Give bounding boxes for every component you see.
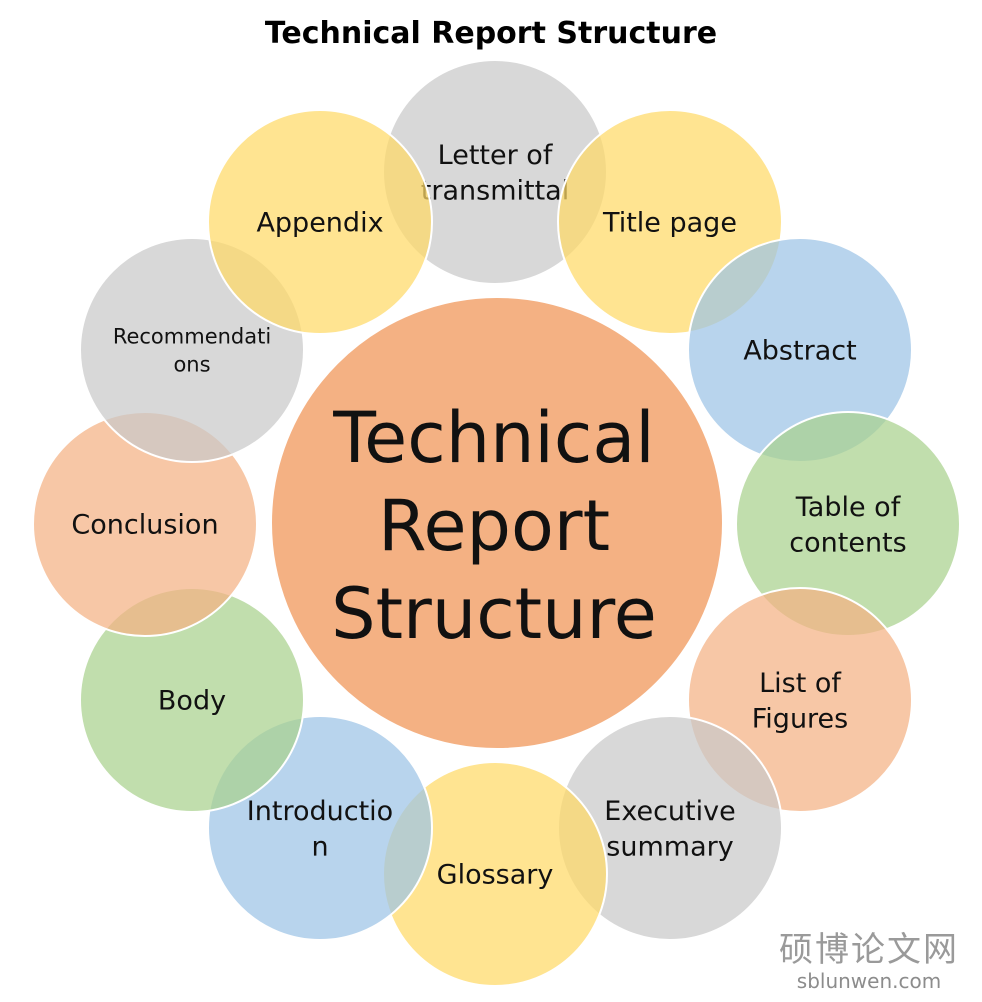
diagram-title: Technical Report Structure [264, 16, 718, 51]
section-circle [207, 109, 433, 335]
center-label-line: Technical [332, 397, 654, 479]
section-node: Conclusion [32, 411, 258, 637]
section-label: transmittal [421, 176, 569, 207]
section-label: n [311, 832, 328, 863]
section-label: Conclusion [71, 510, 218, 541]
center-label-line: Structure [331, 573, 657, 655]
watermark-logo: 硕博论文网 sblunwen.com [774, 930, 964, 992]
section-node: Glossary [382, 761, 608, 987]
section-node: Abstract [687, 237, 913, 463]
section-label: Introductio [247, 796, 393, 827]
section-node: Letter of transmittal [382, 59, 608, 285]
section-label: Appendix [256, 208, 383, 239]
section-label: Recommendati [113, 325, 271, 349]
section-label: contents [789, 528, 906, 559]
section-label: Figures [752, 704, 849, 735]
section-label: Body [158, 686, 226, 717]
section-label: summary [606, 832, 733, 863]
watermark-chinese-text: 硕博论文网 [779, 930, 959, 970]
center-circle [270, 296, 724, 750]
section-label: Table of [795, 492, 902, 523]
section-node: Table of contents [735, 411, 961, 637]
section-label: Executive [604, 796, 735, 827]
section-label: ons [173, 353, 210, 377]
section-label: Title page [602, 208, 737, 239]
section-label: Letter of [438, 140, 554, 171]
watermark-url: sblunwen.com [796, 969, 942, 993]
section-label: List of [759, 668, 842, 699]
center-label-line: Report [378, 485, 610, 567]
section-label: Glossary [437, 860, 554, 891]
section-node: Appendix [207, 109, 433, 335]
section-label: Abstract [743, 336, 856, 367]
